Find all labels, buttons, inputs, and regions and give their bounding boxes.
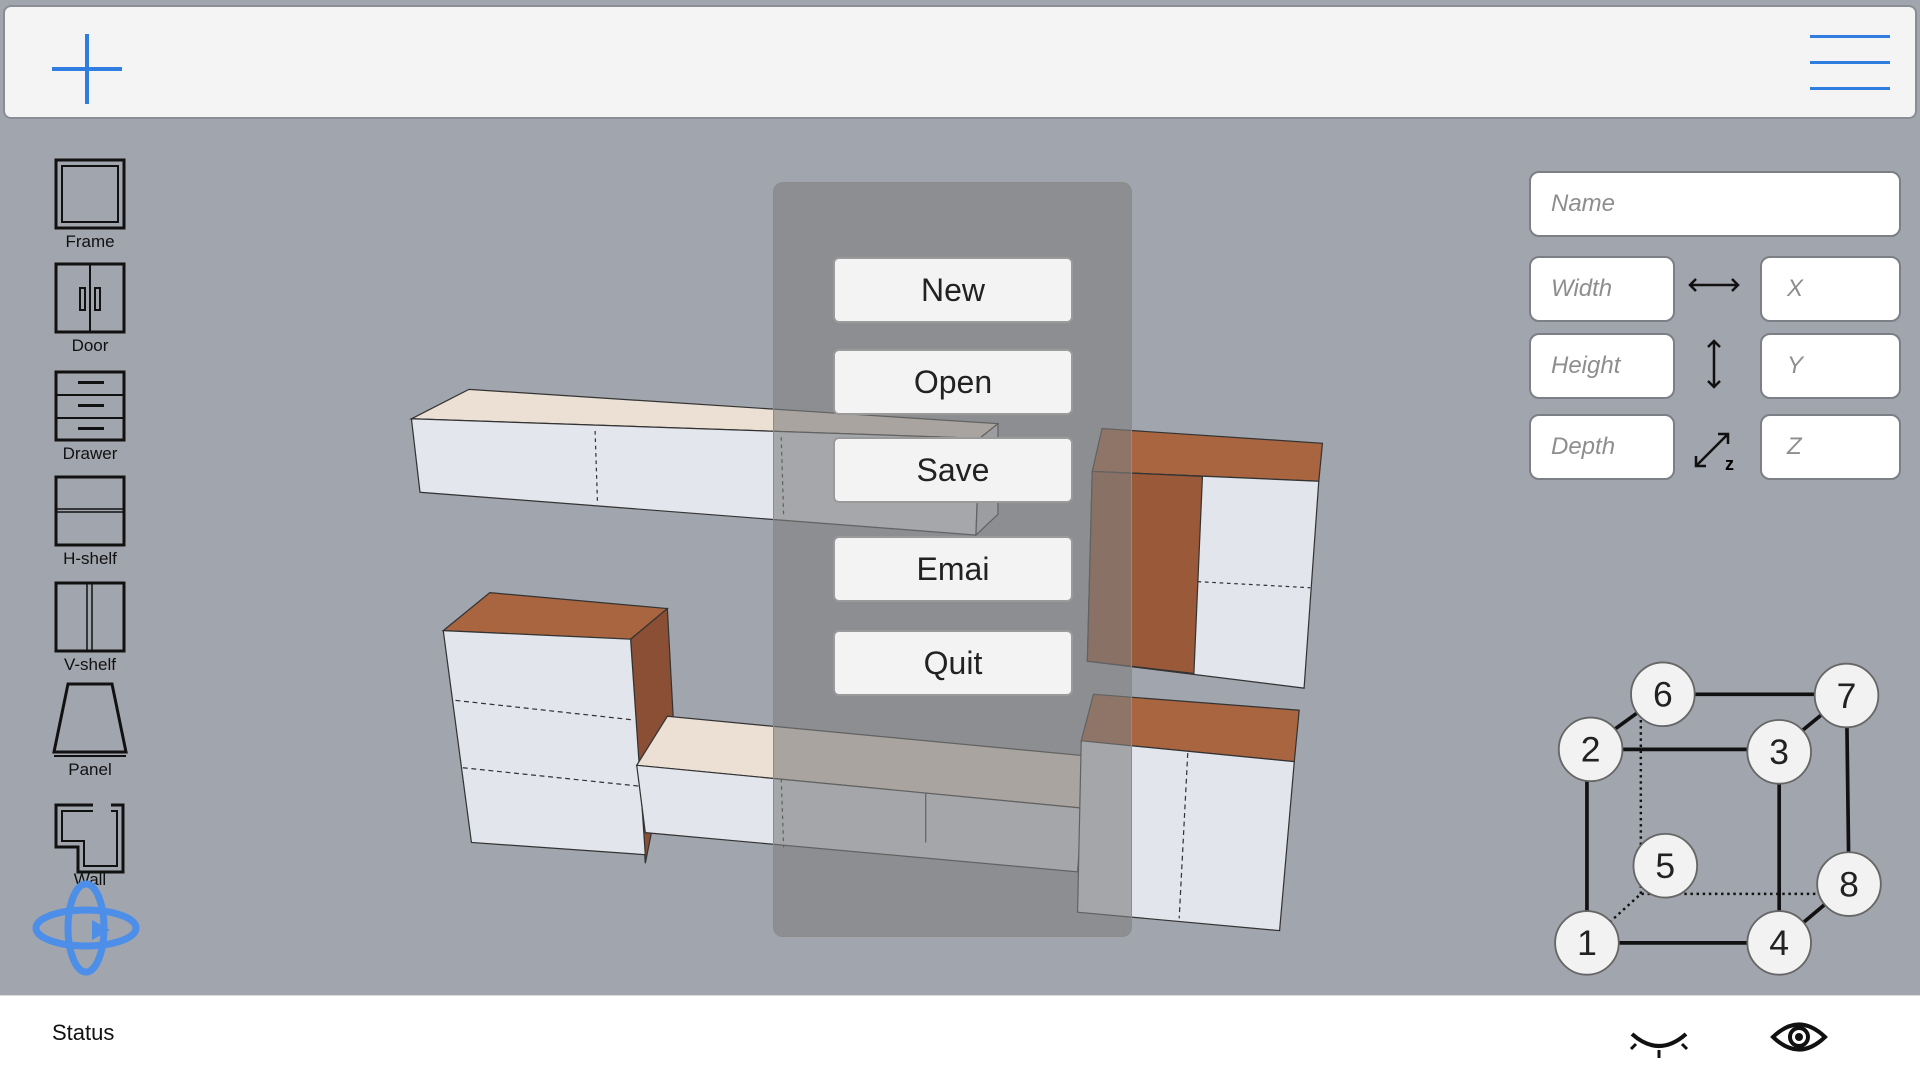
view-cube-node-3[interactable]: 3	[1746, 719, 1812, 785]
tool-label: Frame	[65, 232, 115, 251]
view-cube-node-7[interactable]: 7	[1813, 662, 1880, 729]
view-cube-node-label: 8	[1839, 864, 1859, 904]
frame-icon	[54, 158, 126, 230]
view-cube-node-1[interactable]: 1	[1554, 910, 1620, 976]
horizontal-arrow-icon	[1688, 278, 1740, 292]
view-cube-node-5[interactable]: 5	[1632, 832, 1699, 899]
view-cube-node-4[interactable]: 4	[1746, 910, 1812, 976]
z-input[interactable]: Z	[1760, 414, 1901, 480]
view-cube-node-label: 7	[1837, 676, 1857, 716]
view-cube-node-label: 2	[1581, 730, 1601, 770]
view-cube-node-label: 4	[1769, 923, 1789, 963]
door-icon	[54, 262, 126, 334]
tool-label: Panel	[68, 760, 112, 779]
new-button[interactable]: New	[833, 257, 1073, 323]
plus-icon[interactable]	[52, 34, 122, 104]
height-input[interactable]: Height	[1529, 333, 1675, 399]
orbit-icon[interactable]	[32, 880, 140, 980]
tool-label: Door	[71, 336, 109, 355]
view-cube-node-2[interactable]: 2	[1557, 716, 1624, 783]
hamburger-icon[interactable]	[1810, 35, 1890, 93]
tool-h-shelf[interactable]: H-shelf	[40, 475, 140, 569]
depth-input[interactable]: Depth	[1529, 414, 1675, 480]
vertical-arrow-icon	[1707, 339, 1721, 389]
tool-v-shelf[interactable]: V-shelf	[40, 581, 140, 675]
view-cube-node-label: 5	[1655, 846, 1675, 886]
save-button[interactable]: Save	[833, 437, 1073, 503]
drawer-cabinet[interactable]	[441, 592, 675, 864]
h-shelf-icon	[54, 475, 126, 547]
width-input[interactable]: Width	[1529, 256, 1675, 322]
view-cube[interactable]	[1585, 692, 1851, 945]
status-bar: Status	[0, 995, 1920, 1080]
eye-open-icon[interactable]	[1770, 1018, 1828, 1056]
x-input[interactable]: X	[1760, 256, 1901, 322]
view-cube-node-label: 1	[1577, 923, 1597, 963]
top-toolbar	[3, 5, 1917, 119]
email-button[interactable]: Emai	[833, 536, 1073, 602]
tool-label: V-shelf	[64, 655, 116, 674]
open-button[interactable]: Open	[833, 349, 1073, 415]
view-cube-node-8[interactable]: 8	[1816, 851, 1882, 917]
y-input[interactable]: Y	[1760, 333, 1901, 399]
view-cube-node-6[interactable]: 6	[1630, 661, 1696, 728]
name-input[interactable]: Name	[1529, 171, 1901, 237]
drawer-icon	[54, 370, 126, 442]
status-text: Status	[52, 1020, 115, 1045]
tool-frame[interactable]: Frame	[40, 158, 140, 252]
tool-wall[interactable]: Wall	[40, 802, 140, 890]
view-cube-node-label: 3	[1769, 732, 1789, 772]
depth-arrow-icon: z	[1694, 432, 1734, 474]
tool-panel[interactable]: Panel	[40, 682, 140, 780]
tool-drawer[interactable]: Drawer	[40, 370, 140, 464]
main-menu-panel: New Open Save Emai Quit	[773, 182, 1132, 937]
depth-arrow-label: z	[1725, 454, 1734, 474]
tool-door[interactable]: Door	[40, 262, 140, 356]
panel-icon	[52, 682, 128, 757]
tool-label: H-shelf	[63, 549, 117, 568]
eye-closed-icon[interactable]	[1628, 1024, 1690, 1060]
v-shelf-icon	[54, 581, 126, 653]
wall-icon	[54, 803, 125, 874]
view-cube-node-label: 6	[1653, 675, 1673, 715]
quit-button[interactable]: Quit	[833, 630, 1073, 696]
tool-label: Drawer	[62, 444, 118, 463]
